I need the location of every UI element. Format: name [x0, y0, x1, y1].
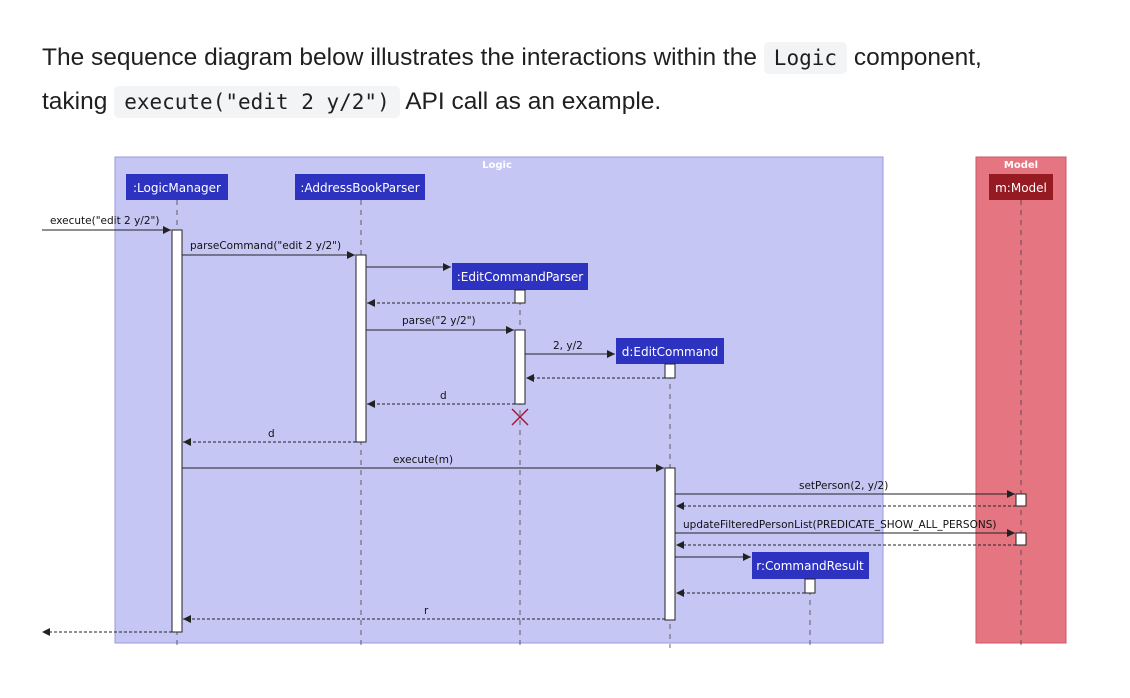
participant-logic-manager: :LogicManager — [133, 181, 221, 195]
participant-edit-command-box — [616, 338, 724, 364]
label-return-d-parser: d — [440, 390, 447, 402]
activation-model-update — [1015, 532, 1027, 546]
label-set-person: setPerson(2, y/2) — [799, 480, 888, 492]
intro-text-3: taking — [42, 88, 108, 115]
label-parse-command: parseCommand("edit 2 y/2") — [190, 240, 341, 252]
intro-text-4: API call as an example. — [405, 88, 662, 115]
model-box-title: Model — [1004, 160, 1038, 171]
participant-address-book-parser: :AddressBookParser — [300, 181, 419, 195]
intro-code-execute: execute("edit 2 y/2") — [114, 86, 400, 118]
participant-command-result-box — [752, 552, 869, 579]
label-execute-m: execute(m) — [393, 454, 453, 466]
intro-text-2: component, — [853, 44, 982, 71]
participant-model: m:Model — [995, 181, 1047, 195]
participant-edit-command-parser: :EditCommandParser — [457, 270, 584, 284]
participant-model-box — [989, 174, 1053, 200]
activation-address-book-parser — [355, 254, 367, 443]
intro-paragraph: The sequence diagram below illustrates t… — [42, 36, 1102, 124]
destroy-mark-b — [511, 408, 529, 426]
activation-edit-command-parser-creation — [514, 289, 526, 304]
activation-logic-manager — [171, 229, 183, 633]
sequence-diagram: Logic Model :LogicManager :AddressBookPa… — [42, 156, 1067, 648]
label-execute-call: execute("edit 2 y/2") — [50, 215, 159, 227]
label-create-edit-command: 2, y/2 — [553, 340, 583, 352]
activation-model-set-person — [1015, 493, 1027, 507]
activation-edit-command-execute — [664, 467, 676, 621]
label-return-d-abp: d — [268, 428, 275, 440]
activation-command-result — [804, 578, 816, 594]
activation-edit-command-creation — [664, 363, 676, 379]
intro-code-logic: Logic — [763, 42, 848, 74]
activation-edit-command-parser-parse — [514, 329, 526, 405]
label-return-r: r — [424, 605, 429, 617]
label-parse: parse("2 y/2") — [402, 315, 476, 327]
label-update-filtered: updateFilteredPersonList(PREDICATE_SHOW_… — [683, 519, 996, 531]
participant-command-result: r:CommandResult — [756, 559, 864, 573]
participant-address-book-parser-box — [295, 174, 425, 200]
participant-edit-command: d:EditCommand — [622, 345, 719, 359]
participant-edit-command-parser-box — [452, 263, 588, 290]
logic-box-title: Logic — [482, 160, 512, 171]
participant-logic-manager-box — [126, 174, 228, 200]
intro-text-1: The sequence diagram below illustrates t… — [42, 44, 757, 71]
